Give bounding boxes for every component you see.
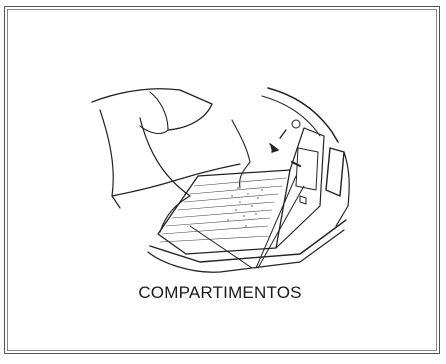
rear-bumper — [147, 229, 345, 273]
left-wall-curve — [139, 117, 191, 233]
figure-frame — [4, 6, 440, 354]
arrow-mark-left — [269, 143, 279, 153]
rear-glass-outline — [91, 88, 213, 131]
interior-light-icon — [291, 119, 301, 129]
rear-sill — [149, 219, 347, 263]
right-trunk-wall — [275, 127, 325, 249]
arrow-mark-center — [291, 161, 301, 167]
left-trunk-wall — [111, 163, 241, 197]
floor-mat-ribs — [159, 177, 287, 243]
figure-frame-inner — [7, 9, 437, 351]
mat-shading — [227, 187, 263, 227]
mount-bracket-left — [279, 129, 287, 139]
seat-back-outline — [99, 109, 121, 209]
figure-caption: COMPARTIMENTOS — [138, 283, 302, 302]
headrest — [139, 91, 169, 135]
callout-line-2 — [255, 175, 297, 269]
compartment-panel — [295, 147, 319, 191]
side-latch — [299, 195, 307, 205]
trunk-lid-inner — [261, 95, 321, 137]
callout-line-1 — [189, 225, 253, 269]
tail-lamp — [325, 147, 345, 197]
trunk-lid-outline — [267, 87, 339, 143]
trunk-floor-outline — [157, 169, 291, 255]
callout-line-3 — [257, 185, 305, 269]
left-pillar — [231, 119, 251, 189]
body-right-edge — [335, 151, 350, 227]
